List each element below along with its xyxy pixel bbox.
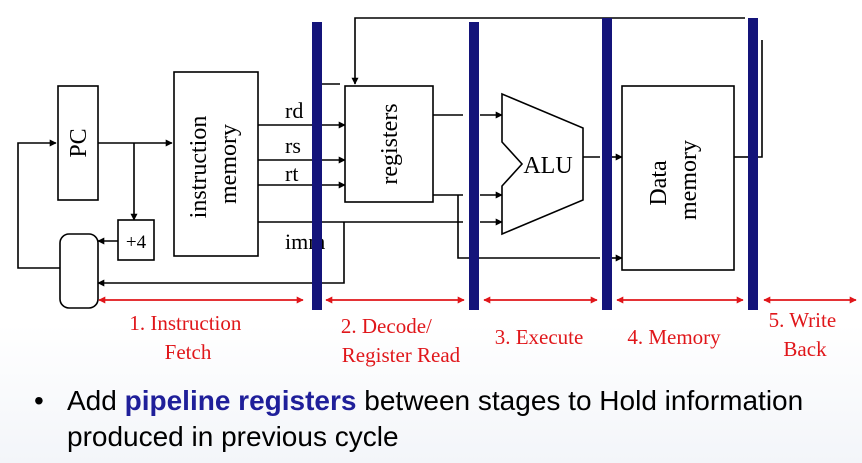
registers-label: registers [377, 103, 403, 184]
signal-rt: rt [285, 161, 298, 186]
stage-label-writeback: 5. Write Back [769, 308, 842, 361]
pipeline-register-mem-wb [748, 18, 758, 310]
pipeline-register-ex-mem [602, 18, 612, 310]
instruction-memory-line2: memory [216, 124, 242, 204]
data-memory-line2: memory [676, 140, 702, 220]
plus4-block: +4 [117, 219, 155, 261]
stage-label-fetch: 1. Instruction Fetch [129, 311, 246, 364]
registers-block: registers [344, 85, 434, 203]
pipeline-register-if-id [312, 22, 322, 310]
signal-rs: rs [285, 133, 301, 158]
pc-label: PC [66, 128, 92, 157]
bullet-text-after: between stages to Hold information produ… [67, 385, 804, 452]
bullet-keyword: pipeline registers [124, 385, 357, 416]
instruction-memory-line1: instruction [186, 116, 212, 219]
stage-label-execute: 3. Execute [495, 325, 584, 349]
data-memory-block: Data memory [621, 85, 735, 271]
instruction-memory-block: instruction memory [173, 71, 259, 257]
stage-label-fetch-line1: 1. Instruction [129, 311, 241, 335]
pc-mux [59, 233, 99, 309]
stage-label-writeback-line1: 5. Write [769, 308, 837, 332]
stage-labels: 1. Instruction Fetch 2. Decode/ Register… [129, 308, 842, 367]
stage-label-decode: 2. Decode/ Register Read [341, 314, 461, 367]
pipeline-registers [312, 18, 758, 310]
bullet-text: Add pipeline registers between stages to… [67, 383, 827, 455]
stage-label-decode-line1: 2. Decode/ [341, 314, 432, 338]
data-memory-line1: Data [646, 160, 672, 206]
stage-label-decode-line2: Register Read [342, 343, 461, 367]
wires [17, 17, 763, 287]
stage-label-writeback-line2: Back [783, 337, 827, 361]
plus4-label: +4 [126, 232, 147, 253]
pc-block: PC [57, 85, 99, 201]
bullet-dot: • [34, 385, 44, 416]
stage-label-memory: 4. Memory [627, 325, 721, 349]
instruction-memory-label: instruction memory [186, 110, 242, 219]
bullet-text-before: Add [67, 385, 125, 416]
pipeline-register-id-ex [469, 22, 479, 310]
alu-block: ALU [501, 92, 584, 236]
signal-rd: rd [285, 98, 303, 123]
stage-label-fetch-line2: Fetch [165, 340, 212, 364]
alu-label: ALU [523, 153, 572, 179]
data-memory-label: Data memory [646, 140, 702, 220]
